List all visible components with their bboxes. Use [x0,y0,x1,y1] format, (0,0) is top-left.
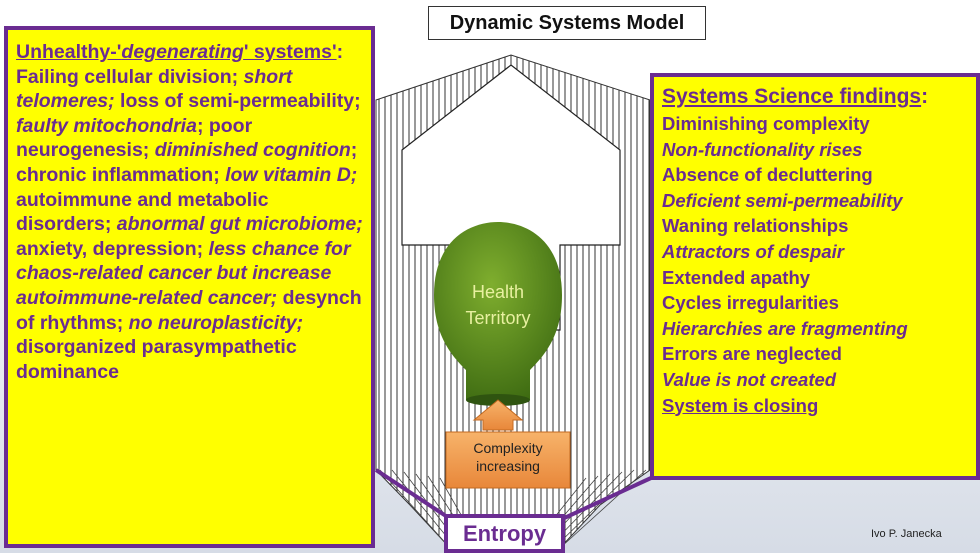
purple-line-left [374,468,454,522]
unhealthy-text-segment: Failing cellular division; [16,65,244,88]
finding-item: Absence of decluttering [662,164,873,186]
heading-part-4: : [336,41,344,63]
unhealthy-text-segment: faulty mitochondria [16,114,197,137]
diagram-title: Dynamic Systems Model [428,6,706,40]
unhealthy-text-segment: ; poor neurogenesis; [16,114,253,162]
systems-science-findings-panel: Systems Science findings: Diminishing co… [650,73,980,480]
complexity-box [445,431,571,489]
heading-part-2: degenerating [121,41,244,63]
finding-item: Diminishing complexity [662,113,870,134]
complexity-arrow [472,399,524,431]
unhealthy-text-segment: less chance for chaos-related cancer but… [16,237,351,309]
finding-item: Waning relationships [662,215,849,237]
entropy-label: Entropy [444,514,565,553]
finding-item: Deficient semi-permeability [662,189,903,211]
finding-item: Value is not created [662,368,837,390]
health-territory-label: Health Territory [448,279,548,331]
finding-item: Extended apathy [662,266,811,288]
finding-item: System is closing [662,394,819,416]
finding-item: Errors are neglected [662,343,842,365]
unhealthy-text-segment: abnormal gut microbiome; [116,213,363,236]
finding-item: Non-functionality rises [662,138,863,160]
unhealthy-text-segment: autoimmune and metabolic disorders; [16,188,269,236]
unhealthy-text-segment: disorganized parasympathetic dominance [16,336,297,383]
complexity-label-line1: Complexity [473,440,543,456]
unhealthy-text-segment: low vitamin D; [225,163,358,186]
unhealthy-text-segment: short telomeres; [16,65,293,113]
unhealthy-text-segment: no neuroplasticity; [128,311,304,334]
findings-heading-text: Systems Science findings [662,85,922,108]
complexity-label: Complexity increasing [446,439,570,475]
findings-heading-colon: : [921,85,929,108]
health-label-line2: Territory [465,308,531,328]
health-label-line1: Health [471,282,525,302]
author-credit: Ivo P. Janecka [871,528,942,540]
findings-heading: Systems Science findings: [662,83,968,111]
health-territory-shape [434,222,562,400]
heading-part-3: ' systems' [243,41,337,63]
finding-item: Hierarchies are fragmenting [662,317,908,339]
unhealthy-systems-heading: Unhealthy-'degenerating' systems': [16,40,363,65]
unhealthy-text-segment: loss of semi-permeability; [114,90,361,113]
heading-part-1: Unhealthy-' [16,41,122,63]
unhealthy-text-segment: diminished cognition [154,139,351,162]
finding-item: Cycles irregularities [662,292,839,314]
unhealthy-systems-text: Failing cellular division; short telomer… [16,65,363,385]
unhealthy-text-segment: desynch of rhythms; [16,286,362,334]
complexity-label-line2: increasing [476,458,540,474]
finding-item: Attractors of despair [662,240,844,262]
unhealthy-text-segment: ; chronic inflammation; [16,139,358,186]
unhealthy-systems-panel: Unhealthy-'degenerating' systems': Faili… [4,26,375,548]
purple-line-right [559,476,652,522]
unhealthy-text-segment: anxiety, depression; [16,237,209,260]
